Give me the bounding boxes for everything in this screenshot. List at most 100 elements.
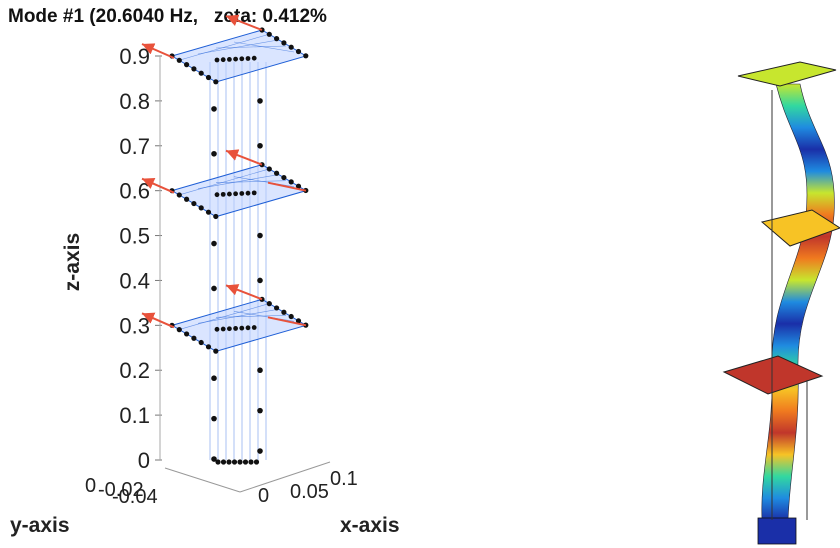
column-sensor-marker [257, 232, 263, 239]
center-marker [214, 326, 220, 332]
center-marker [233, 326, 239, 331]
center-marker [233, 56, 239, 62]
mode-arrow [225, 149, 263, 166]
floor-grid-line [233, 311, 295, 322]
base-marker [248, 459, 254, 465]
z-tick-label: 0.1 [119, 403, 150, 428]
edge-marker [213, 348, 219, 354]
edge-marker [281, 309, 287, 315]
center-marker [245, 190, 251, 196]
fem-floor-middle [760, 209, 840, 247]
edge-marker [303, 53, 309, 59]
center-marker [227, 57, 232, 62]
edge-marker [274, 305, 280, 311]
column-sensor-marker [211, 150, 217, 157]
floor-grid-line [197, 39, 279, 55]
z-tick-label: 0.2 [119, 358, 150, 383]
edge-marker [213, 213, 219, 220]
z-tick-label: 0.7 [119, 134, 150, 159]
fem-model [722, 61, 840, 545]
base-marker [226, 459, 232, 465]
base-marker [242, 459, 249, 465]
x-tick-label: 0.05 [290, 481, 329, 503]
edge-marker [281, 40, 287, 46]
fem-base [757, 517, 797, 545]
base-marker [215, 459, 221, 465]
edge-marker [176, 192, 182, 198]
x-tick-label: 0 [258, 485, 269, 507]
z-tick-label: 0 [138, 448, 150, 473]
floor-grid-line [179, 303, 271, 330]
floor-grid-line [179, 33, 271, 61]
floor-plate [170, 29, 308, 83]
edge-marker [266, 31, 272, 37]
center-marker [220, 326, 226, 332]
edge-marker [184, 331, 190, 337]
mode-arrow-trail [267, 316, 307, 327]
edge-marker [266, 301, 272, 307]
floor-plate [170, 298, 308, 352]
mode-arrow [225, 14, 263, 31]
edge-marker [274, 170, 280, 176]
edge-marker [176, 57, 182, 63]
edge-marker [205, 344, 212, 350]
y-axis-label: y-axis [10, 514, 70, 537]
y-tick-label: -0.04 [112, 486, 158, 508]
floor-grid-line [215, 180, 287, 183]
column-sensor-marker [257, 367, 263, 374]
x-tick-label: 0.1 [330, 468, 358, 490]
edge-marker [198, 70, 204, 76]
edge-marker [205, 209, 212, 215]
fem-floor-top [737, 61, 837, 87]
center-marker [220, 57, 226, 63]
column-sensor-marker [211, 106, 217, 112]
edge-marker [198, 339, 204, 346]
z-tick-label: 0.6 [119, 179, 150, 204]
z-axis-label: z-axis [61, 232, 85, 292]
y-tick-label: 0 [85, 475, 96, 497]
floor-grid-line [215, 45, 287, 49]
edge-marker [184, 62, 190, 68]
floor-grid-line [197, 174, 279, 189]
center-marker [233, 191, 239, 197]
z-tick-label: 0.8 [119, 89, 150, 114]
edge-marker [198, 205, 204, 211]
floor-grid-line [197, 309, 279, 324]
column-sensor-marker [257, 142, 263, 149]
base-marker [231, 459, 238, 465]
base-marker [237, 459, 243, 465]
z-tick-label: 0.3 [119, 313, 150, 338]
column-sensor-marker [257, 277, 263, 284]
z-tick-label: 0.4 [119, 268, 150, 293]
edge-marker [184, 196, 190, 202]
mode-arrow [141, 43, 175, 59]
edge-marker [288, 44, 294, 50]
column-sensor-marker [257, 407, 263, 414]
edge-marker [191, 66, 197, 72]
center-marker [245, 56, 251, 61]
center-marker [214, 57, 220, 63]
center-marker [239, 325, 245, 331]
column-sensor-marker [257, 98, 263, 104]
edge-marker [288, 313, 294, 320]
column-sensor-marker [211, 456, 217, 462]
edge-marker [295, 318, 302, 324]
mode-arrow [141, 312, 175, 329]
center-marker [251, 190, 257, 196]
edge-marker [176, 327, 182, 333]
z-tick-label: 0.5 [119, 224, 150, 249]
y-axis-line [164, 467, 241, 493]
floor-plate [170, 164, 308, 218]
column-sensor-marker [211, 415, 217, 422]
x-axis-label: x-axis [340, 514, 400, 537]
edge-marker [295, 48, 302, 55]
column-sensor-marker [211, 285, 217, 292]
edge-marker [191, 200, 197, 207]
floor-grid-line [215, 315, 287, 318]
x-axis-line [239, 461, 331, 493]
floor-grid-line [233, 41, 295, 53]
floor-grid-line [179, 168, 271, 195]
center-marker [251, 55, 257, 61]
